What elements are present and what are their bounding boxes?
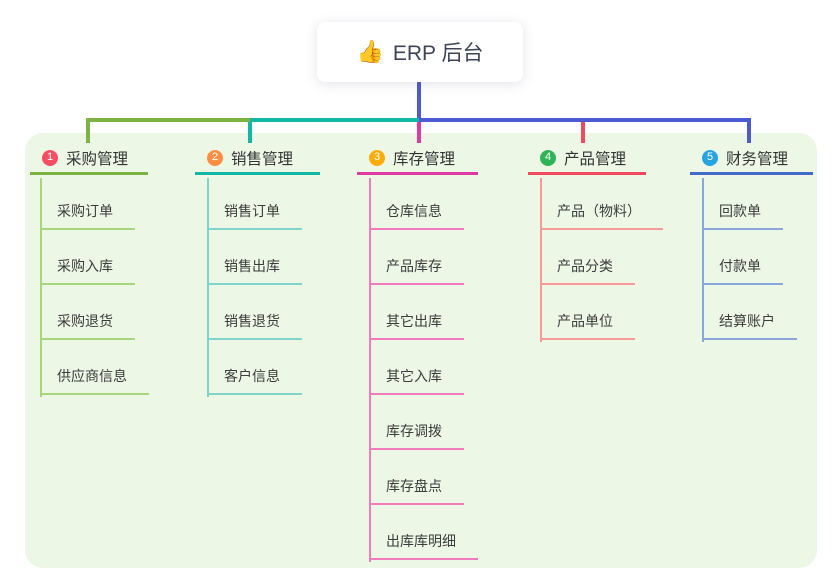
branch-3-children-line [369, 178, 371, 562]
branch-5-children: 回款单付款单结算账户 [702, 175, 797, 342]
branch-node-5[interactable]: 5 财务管理 [690, 143, 813, 175]
branch-2-children-line [207, 178, 209, 397]
child-node[interactable]: 产品库存 [369, 230, 464, 285]
child-node[interactable]: 客户信息 [207, 340, 302, 395]
branch-2-drop-line [248, 118, 252, 143]
branch-4-children-line [540, 178, 542, 342]
branch-node-3[interactable]: 3 库存管理 [357, 143, 478, 175]
child-node[interactable]: 采购退货 [40, 285, 135, 340]
branches-panel [25, 133, 817, 568]
branch-3-title: 库存管理 [393, 150, 456, 168]
branch-5-number-badge: 5 [702, 149, 718, 166]
branch-5-drop-line [747, 118, 751, 143]
child-node[interactable]: 库存调拨 [369, 395, 464, 450]
branch-4-children: 产品（物料）产品分类产品单位 [540, 175, 663, 342]
branch-3-number-badge: 3 [369, 149, 385, 166]
branch-1-number-badge: 1 [42, 149, 58, 166]
bus-segment-2 [250, 118, 419, 122]
branch-node-1[interactable]: 1 采购管理 [30, 143, 148, 175]
child-node[interactable]: 销售订单 [207, 175, 302, 230]
branch-1-children: 采购订单采购入库采购退货供应商信息 [40, 175, 149, 397]
child-node[interactable]: 产品单位 [540, 285, 635, 340]
branch-2-title: 销售管理 [231, 150, 294, 168]
child-node[interactable]: 仓库信息 [369, 175, 464, 230]
child-node[interactable]: 出库库明细 [369, 505, 478, 560]
root-node-label: ERP 后台 [392, 42, 484, 65]
branch-1-drop-line [86, 118, 90, 143]
child-node[interactable]: 产品分类 [540, 230, 635, 285]
branch-2-number-badge: 2 [207, 149, 223, 166]
thumbs-up-icon: 👍 [356, 39, 384, 64]
child-node[interactable]: 采购订单 [40, 175, 135, 230]
branch-3-drop-line [417, 118, 421, 143]
child-node[interactable]: 库存盘点 [369, 450, 464, 505]
branch-node-2[interactable]: 2 销售管理 [195, 143, 320, 175]
child-node[interactable]: 其它入库 [369, 340, 464, 395]
child-node[interactable]: 其它出库 [369, 285, 464, 340]
root-node[interactable]: 👍 ERP 后台 [317, 22, 523, 82]
branch-1-children-line [40, 178, 42, 397]
branch-5-title: 财务管理 [726, 150, 789, 168]
child-node[interactable]: 付款单 [702, 230, 783, 285]
branch-4-number-badge: 4 [540, 149, 556, 166]
child-node[interactable]: 回款单 [702, 175, 783, 230]
branch-5-children-line [702, 178, 704, 342]
bus-segment-3 [419, 118, 751, 122]
branch-3-children: 仓库信息产品库存其它出库其它入库库存调拨库存盘点出库库明细 [369, 175, 478, 562]
child-node[interactable]: 销售退货 [207, 285, 302, 340]
branch-1-title: 采购管理 [66, 150, 129, 168]
child-node[interactable]: 销售出库 [207, 230, 302, 285]
child-node[interactable]: 供应商信息 [40, 340, 149, 395]
branch-4-title: 产品管理 [564, 150, 627, 168]
child-node[interactable]: 采购入库 [40, 230, 135, 285]
branch-node-4[interactable]: 4 产品管理 [528, 143, 646, 175]
branch-4-drop-line [581, 118, 585, 143]
bus-segment-1 [86, 118, 250, 122]
child-node[interactable]: 产品（物料） [540, 175, 663, 230]
child-node[interactable]: 结算账户 [702, 285, 797, 340]
root-connector-line [417, 82, 421, 119]
branch-2-children: 销售订单销售出库销售退货客户信息 [207, 175, 302, 397]
